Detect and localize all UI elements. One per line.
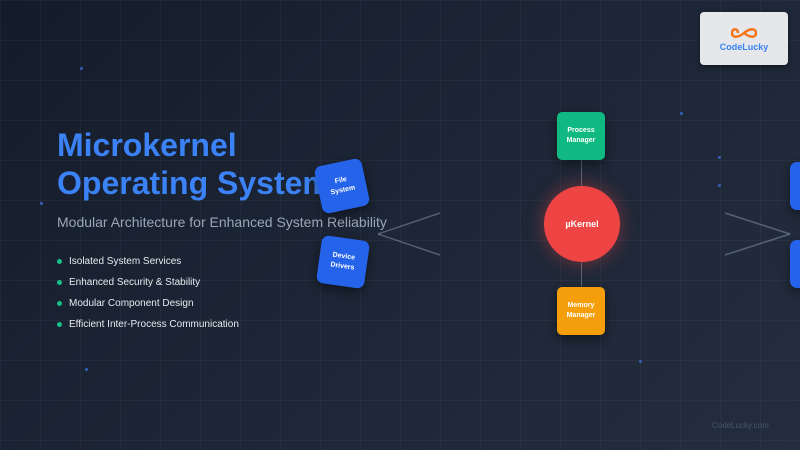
watermark: CodeLucky.com [712,421,769,430]
feature-label: Modular Component Design [69,298,194,309]
page-title: Microkernel Operating System [57,126,331,202]
title-line-2: Operating System [57,165,331,201]
feature-item: Enhanced Security & Stability [57,272,239,293]
connector-kernel-memory [581,262,582,287]
service-node-right[interactable] [790,162,800,210]
infinity-logo-icon [731,27,757,38]
feature-label: Enhanced Security & Stability [69,277,201,288]
bullet-icon [57,259,62,264]
title-line-1: Microkernel [57,127,237,163]
background-dot [718,156,721,159]
feature-item: Isolated System Services [57,251,239,272]
background-dot [80,67,83,70]
background-dot [718,184,721,187]
feature-label: Isolated System Services [69,256,182,267]
logo-text: CodeLucky [719,41,769,52]
feature-list: Isolated System Services Enhanced Securi… [57,251,239,335]
background-dot [680,112,683,115]
bullet-icon [57,322,62,327]
background-dot [639,360,642,363]
connector-process-kernel [581,160,582,187]
microkernel-node[interactable]: µKernel [544,186,620,262]
feature-item: Modular Component Design [57,293,239,314]
background-dot [40,202,43,205]
bullet-icon [57,280,62,285]
background-dot [85,368,88,371]
page-subtitle: Modular Architecture for Enhanced System… [57,214,387,230]
service-node-right[interactable] [790,240,800,288]
feature-label: Efficient Inter-Process Communication [69,319,239,330]
bullet-icon [57,301,62,306]
codelucky-logo[interactable]: CodeLucky [700,12,788,65]
feature-item: Efficient Inter-Process Communication [57,314,239,335]
